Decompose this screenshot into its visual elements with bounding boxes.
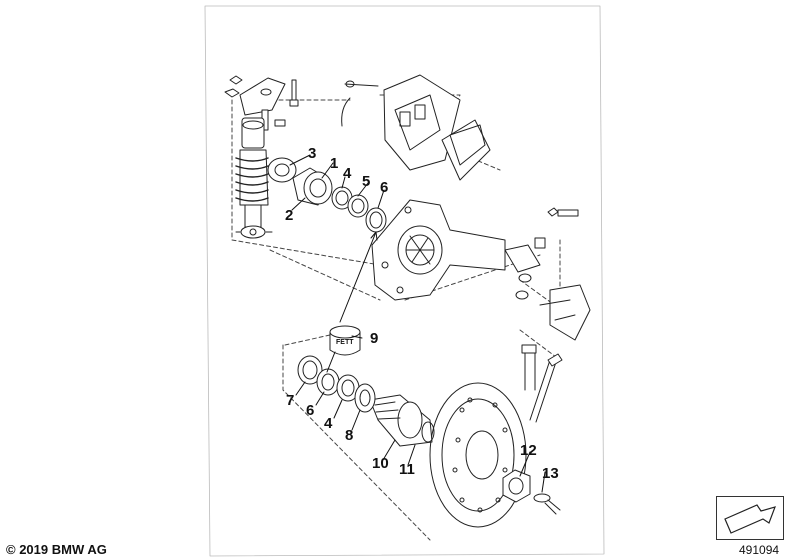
- callout-2: 2: [285, 207, 293, 224]
- spring-strut: [235, 117, 273, 239]
- callout-7: 7: [286, 392, 294, 409]
- brake-caliper: [341, 74, 491, 181]
- callout-1: 1: [330, 155, 338, 172]
- reference-box: [716, 496, 784, 540]
- bearing-rings-lower: [297, 355, 376, 413]
- callout-5: 5: [362, 173, 370, 190]
- grease-tub: [329, 325, 361, 356]
- callout-6-lower: 6: [306, 402, 314, 419]
- axle-shaft: [369, 394, 435, 447]
- callout-4-lower: 4: [324, 415, 333, 432]
- swing-arm: [371, 199, 506, 301]
- brake-disc: [429, 382, 527, 528]
- arrow-reference-icon: [724, 504, 776, 534]
- sheet-outline: [204, 5, 605, 557]
- lower-arrow: [326, 351, 336, 373]
- leader-lines: [289, 154, 546, 493]
- callout-3: 3: [308, 145, 316, 162]
- grease-label: FETT: [336, 339, 354, 346]
- callout-labels: 3 1 4 5 6 2 9 7 6 4 8 10 11 12 13: [285, 145, 559, 482]
- hub-nut: [502, 469, 531, 503]
- right-fittings: [504, 207, 591, 423]
- callout-9: 9: [370, 330, 378, 347]
- copyright-text: © 2019 BMW AG: [6, 542, 107, 557]
- callout-12: 12: [520, 442, 537, 459]
- grease-arrow: [339, 231, 377, 323]
- callout-4-upper: 4: [343, 165, 352, 182]
- cotter-pin: [533, 493, 561, 515]
- callout-13: 13: [542, 465, 559, 482]
- grease-arrow-head: [370, 231, 378, 241]
- callout-6-upper: 6: [380, 179, 388, 196]
- callout-8: 8: [345, 427, 353, 444]
- callout-11: 11: [399, 461, 415, 478]
- bearing-rings-upper: [331, 186, 387, 233]
- callout-10: 10: [372, 455, 389, 472]
- bearing-housing: [267, 157, 333, 206]
- reference-code: 491094: [739, 543, 780, 557]
